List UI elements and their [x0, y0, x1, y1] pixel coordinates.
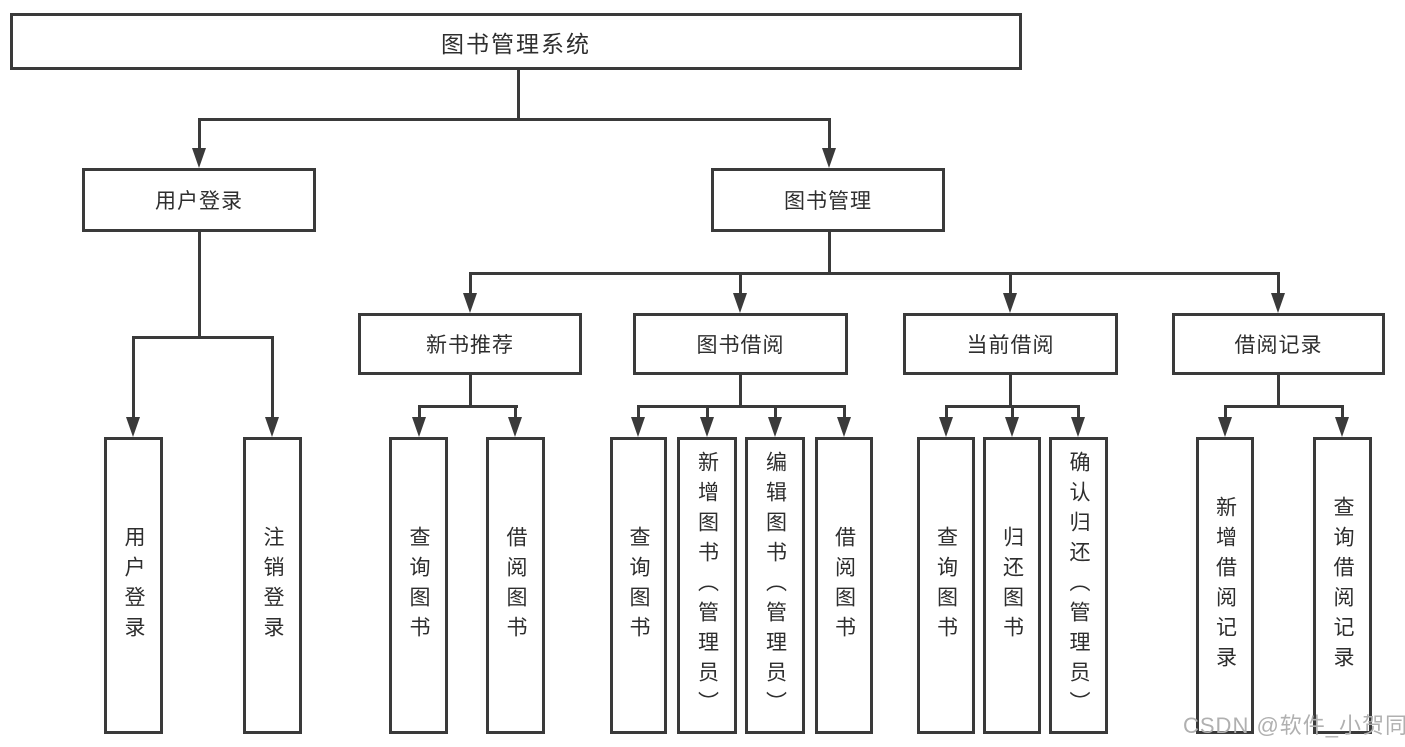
node-book-borrow: 图书借阅 — [633, 313, 848, 375]
node-current-borrow: 当前借阅 — [903, 313, 1118, 375]
arrow-down-icon — [700, 417, 714, 437]
node-current-borrow-label: 当前借阅 — [966, 334, 1055, 357]
connector-drop-borrow-records — [1277, 272, 1280, 295]
connector-drop-leaf — [514, 405, 517, 420]
node-user-login: 用户登录 — [82, 168, 316, 232]
leaf-confirm-return-admin: 确认归还（管理员） — [1049, 437, 1108, 734]
arrow-down-icon — [1071, 417, 1085, 437]
node-new-book-recommend-label: 新书推荐 — [426, 334, 514, 357]
leaf-add-book-admin-label: 新增图书（管理员） — [695, 450, 719, 721]
arrow-down-icon — [631, 417, 645, 437]
node-new-book-recommend: 新书推荐 — [358, 313, 582, 375]
leaf-user-login: 用户登录 — [104, 437, 163, 734]
connector-drop-current-borrow — [1009, 272, 1012, 295]
connector-group-trunk — [1009, 375, 1012, 408]
connector-drop-leaf — [1224, 405, 1227, 420]
connector-group-rail — [1224, 405, 1344, 408]
connector-drop-leaf — [132, 336, 135, 421]
leaf-edit-book-admin-label: 编辑图书（管理员） — [763, 450, 787, 721]
arrow-down-icon — [1335, 417, 1349, 437]
watermark: CSDN @软件_小贺同学 — [1183, 713, 1405, 738]
arrow-down-icon — [463, 293, 477, 313]
node-user-login-label: 用户登录 — [155, 190, 243, 213]
connector-user-login-trunk — [198, 232, 201, 338]
arrow-down-icon — [733, 293, 747, 313]
leaf-query-books-recommend: 查询图书 — [389, 437, 448, 734]
connector-drop-user-login — [198, 118, 201, 152]
leaf-borrow-books-recommend-label: 借阅图书 — [504, 525, 527, 646]
leaf-query-books-borrow: 查询图书 — [610, 437, 667, 734]
connector-book-management-trunk — [828, 232, 831, 275]
connector-drop-leaf — [418, 405, 421, 420]
arrow-down-icon — [1271, 293, 1285, 313]
connector-group-trunk — [1277, 375, 1280, 408]
node-book-management: 图书管理 — [711, 168, 945, 232]
leaf-query-books-borrow-label: 查询图书 — [627, 525, 650, 646]
connector-group-trunk — [739, 375, 742, 408]
node-book-management-label: 图书管理 — [784, 190, 872, 213]
connector-drop-leaf — [637, 405, 640, 420]
leaf-add-book-admin: 新增图书（管理员） — [677, 437, 737, 734]
node-borrow-records-label: 借阅记录 — [1234, 334, 1323, 357]
connector-drop-leaf — [945, 405, 948, 420]
node-borrow-records: 借阅记录 — [1172, 313, 1385, 375]
leaf-confirm-return-admin-label: 确认归还（管理员） — [1067, 450, 1090, 721]
connector-drop-leaf — [271, 336, 274, 421]
leaf-query-borrow-record-label: 查询借阅记录 — [1331, 495, 1354, 676]
leaf-borrow-books: 借阅图书 — [815, 437, 873, 734]
connector-group-trunk — [469, 375, 472, 408]
leaf-borrow-books-label: 借阅图书 — [832, 525, 856, 646]
connector-group-rail — [418, 405, 518, 408]
leaf-return-books-label: 归还图书 — [1000, 525, 1024, 646]
leaf-query-borrow-record: 查询借阅记录 — [1313, 437, 1372, 734]
leaf-query-books-current: 查询图书 — [917, 437, 975, 734]
connector-drop-leaf — [1341, 405, 1344, 420]
leaf-logout-label: 注销登录 — [261, 525, 284, 646]
arrow-down-icon — [768, 417, 782, 437]
leaf-borrow-books-recommend: 借阅图书 — [486, 437, 545, 734]
leaf-add-borrow-record: 新增借阅记录 — [1196, 437, 1254, 734]
node-root: 图书管理系统 — [10, 13, 1022, 70]
arrow-down-icon — [822, 148, 836, 168]
arrow-down-icon — [508, 417, 522, 437]
connector-user-login-rail — [132, 336, 274, 339]
connector-drop-leaf — [774, 405, 777, 420]
leaf-query-books-recommend-label: 查询图书 — [407, 525, 430, 646]
connector-level3-rail — [469, 272, 1280, 275]
arrow-down-icon — [1003, 293, 1017, 313]
leaf-user-login-label: 用户登录 — [122, 525, 145, 646]
connector-drop-book-borrow — [739, 272, 742, 295]
arrow-down-icon — [1005, 417, 1019, 437]
connector-root-trunk — [517, 70, 520, 120]
leaf-logout: 注销登录 — [243, 437, 302, 734]
connector-drop-new-book — [469, 272, 472, 295]
leaf-edit-book-admin: 编辑图书（管理员） — [745, 437, 805, 734]
leaf-query-books-current-label: 查询图书 — [934, 525, 958, 646]
arrow-down-icon — [939, 417, 953, 437]
connector-drop-book-management — [828, 118, 831, 152]
connector-group-rail — [637, 405, 846, 408]
connector-drop-leaf — [1011, 405, 1014, 420]
arrow-down-icon — [1218, 417, 1232, 437]
connector-drop-leaf — [1077, 405, 1080, 420]
node-book-borrow-label: 图书借阅 — [696, 334, 785, 357]
leaf-return-books: 归还图书 — [983, 437, 1041, 734]
arrow-down-icon — [412, 417, 426, 437]
node-root-label: 图书管理系统 — [441, 30, 591, 57]
arrow-down-icon — [126, 417, 140, 437]
leaf-add-borrow-record-label: 新增借阅记录 — [1213, 495, 1237, 676]
connector-level2-rail — [198, 118, 831, 121]
arrow-down-icon — [265, 417, 279, 437]
connector-drop-leaf — [706, 405, 709, 420]
arrow-down-icon — [837, 417, 851, 437]
arrow-down-icon — [192, 148, 206, 168]
connector-drop-leaf — [843, 405, 846, 420]
